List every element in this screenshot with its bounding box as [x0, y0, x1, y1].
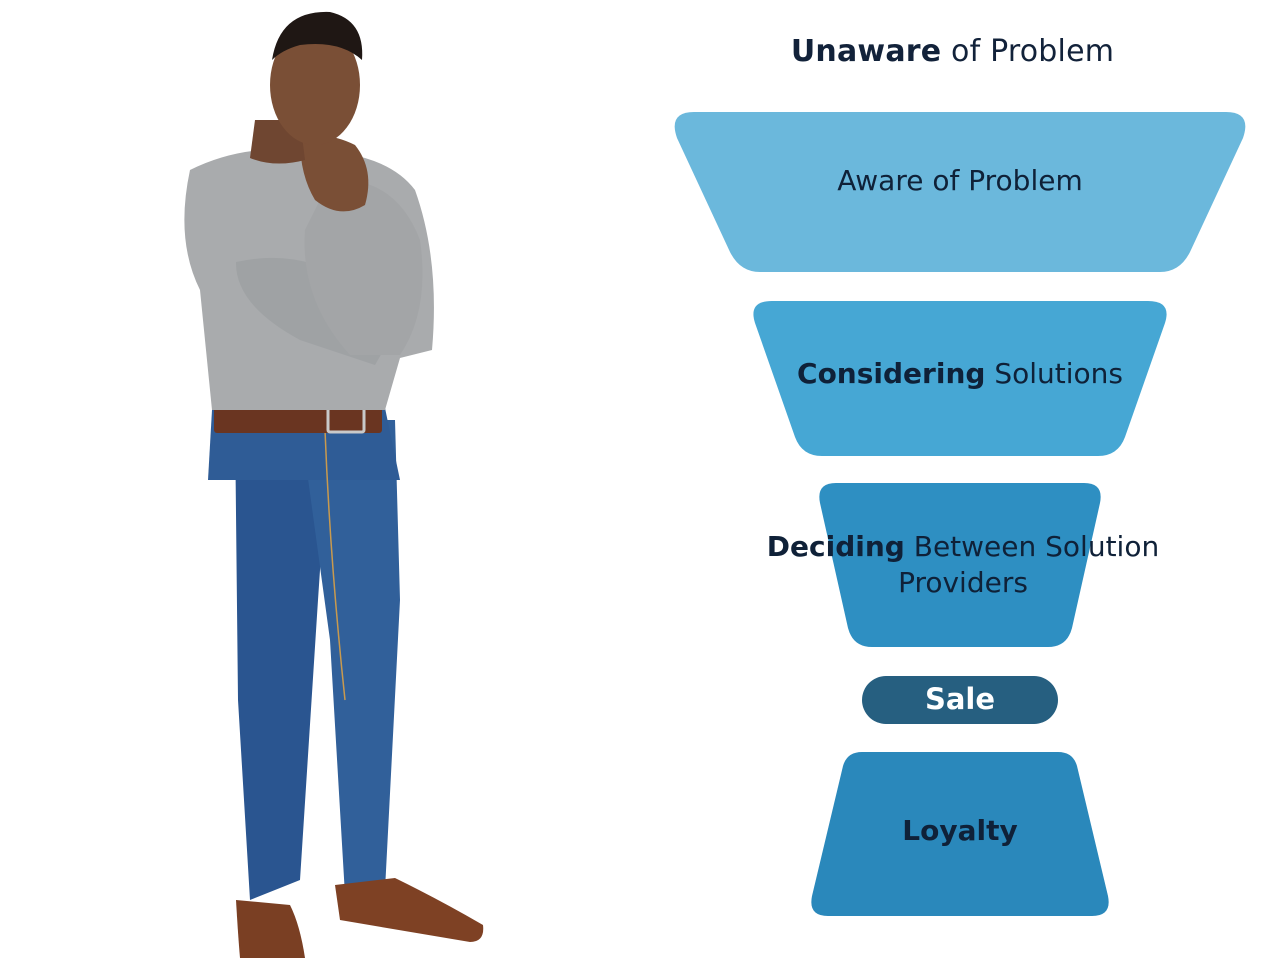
funnel-stage-considering-shape — [753, 301, 1167, 456]
stage-considering-label: Considering Solutions — [752, 356, 1168, 392]
thinking-man-illustration — [184, 11, 484, 958]
stage-sale-label: Sale — [862, 681, 1058, 717]
funnel-stage-loyalty-shape — [811, 752, 1109, 916]
funnel-stage-sale-shape — [862, 676, 1058, 724]
title-rest: of Problem — [941, 34, 1115, 69]
hand — [300, 136, 369, 212]
jeans-stitching — [324, 429, 346, 701]
belt — [214, 405, 382, 433]
stage-sale-text: Sale — [924, 682, 996, 716]
jeans-right-leg — [300, 420, 400, 895]
stage-deciding-label: Deciding Between Solution Providers — [745, 529, 1181, 601]
head — [270, 25, 360, 145]
right-shoe — [335, 878, 484, 942]
funnel — [674, 112, 1246, 916]
stage-considering-text: Solutions — [985, 357, 1123, 390]
stage-deciding-text: Between Solution Providers — [898, 530, 1160, 599]
title-bold: Unaware — [790, 34, 942, 69]
jeans-left-leg — [235, 420, 330, 900]
funnel-stage-deciding-shape — [819, 483, 1101, 647]
stage-loyalty-text: Loyalty — [902, 814, 1018, 847]
left-shoe — [236, 900, 305, 958]
funnel-stage-aware-shape — [674, 112, 1246, 272]
stage-aware-label: Aware of Problem — [672, 163, 1248, 199]
stage-loyalty-label: Loyalty — [810, 813, 1110, 849]
stage-aware-text: Aware of Problem — [837, 164, 1083, 197]
stage-considering-bold: Considering — [797, 357, 986, 390]
raised-arm — [304, 179, 423, 355]
stage-deciding-bold: Deciding — [766, 530, 905, 563]
hair — [272, 11, 363, 60]
funnel-title: Unaware of Problem — [660, 34, 1245, 69]
